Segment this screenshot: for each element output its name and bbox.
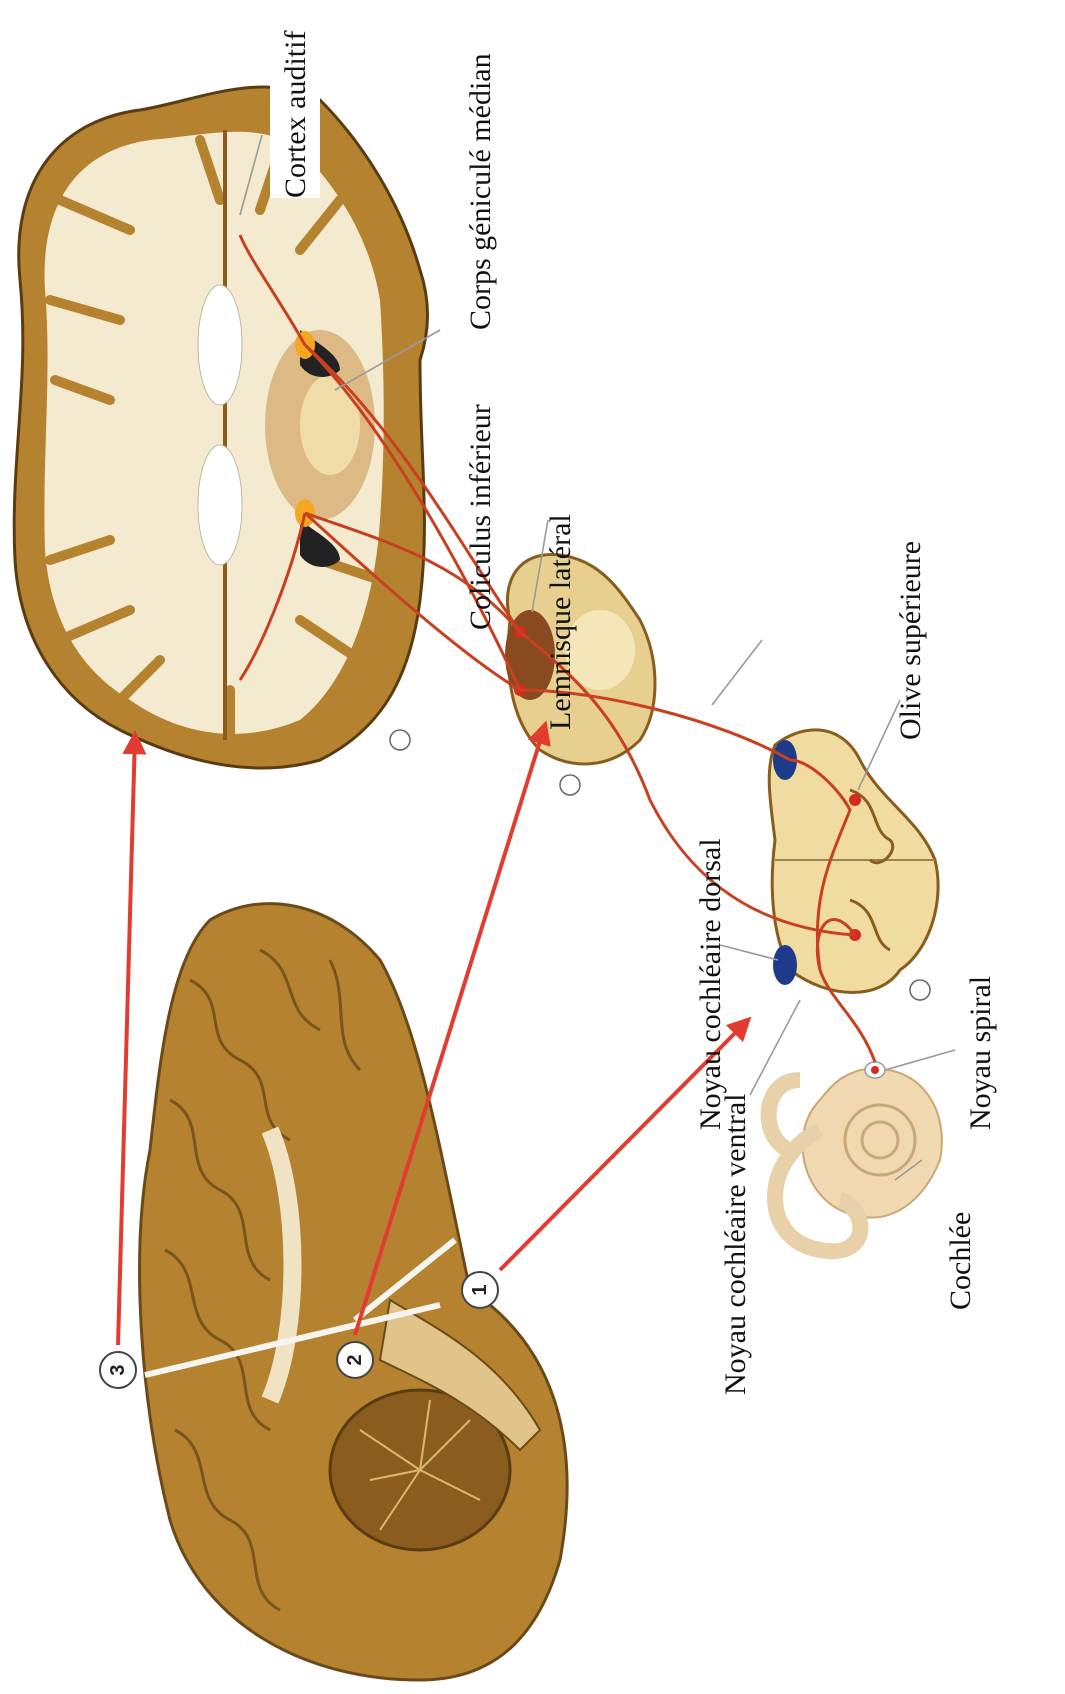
medulla-section <box>769 730 938 1000</box>
label-noyau-spiral: Noyau spiral <box>964 976 997 1130</box>
dorsal-cochlear-nucleus-marker-bottom <box>773 945 797 985</box>
label-olive-superieure: Olive supérieure <box>894 541 927 740</box>
section-marker-3-small <box>390 730 410 750</box>
sagittal-brain-illustration <box>140 904 567 1680</box>
coronal-cerebrum-section <box>14 87 427 768</box>
arrow-to-section-3 <box>118 735 135 1345</box>
svg-text:1: 1 <box>469 1284 491 1295</box>
label-cochlee: Cochlée <box>944 1212 977 1310</box>
label-corps-genicule-median: Corps géniculé médian <box>464 53 497 330</box>
label-cortex-auditif: Cortex auditif <box>279 31 312 198</box>
label-noyau-cochleaire-ventral: Noyau cochléaire ventral <box>719 1093 752 1395</box>
label-lemnisque-lateral: Lemnisque latéral <box>544 514 577 730</box>
label-noyau-cochleaire-dorsal: Noyau cochléaire dorsal <box>694 838 727 1130</box>
section-marker-2: 2 <box>337 1342 373 1378</box>
spiral-ganglion-nucleus <box>871 1066 879 1074</box>
cochlea-illustration <box>769 1062 942 1251</box>
superior-olive-right <box>849 794 861 806</box>
section-marker-3: 3 <box>100 1352 136 1388</box>
svg-text:2: 2 <box>344 1354 366 1365</box>
section-marker-1: 1 <box>462 1272 498 1308</box>
svg-text:3: 3 <box>107 1364 129 1375</box>
label-colliculus-inferieur: Coliculus inférieur <box>464 404 497 630</box>
